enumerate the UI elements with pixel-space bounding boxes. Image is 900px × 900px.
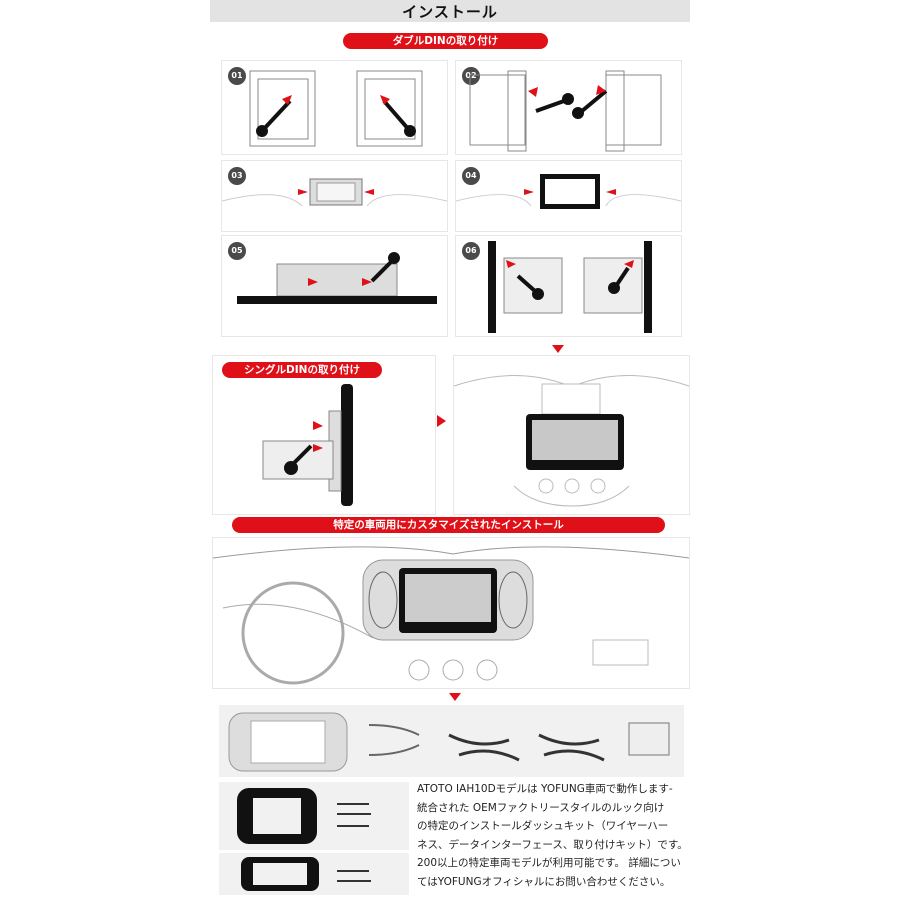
bezel-panel-1: [219, 782, 409, 850]
description-text: ATOTO IAH10Dモデルは YOFUNG車両で動作します- 統合された O…: [417, 780, 688, 892]
car-dashboard-illustration: [213, 546, 689, 685]
single-din-panel: [212, 355, 436, 515]
description-line: 200以上の特定車両モデルが利用可能です。 詳細につい: [417, 857, 681, 870]
arrow-down-icon: [552, 345, 564, 353]
step-number: 06: [462, 242, 480, 260]
step-number: 04: [462, 167, 480, 185]
arrow-down-icon: [449, 693, 461, 701]
single-din-label: シングルDINの取り付け: [222, 362, 382, 378]
bracket-screw-illustration: [249, 70, 423, 147]
description-line: の特定のインストールダッシュキット（ワイヤーハー: [417, 820, 669, 833]
dash-bezel-illustration: [237, 788, 371, 844]
kit-parts-illustration: [228, 712, 670, 772]
single-din-illustration: [262, 384, 353, 506]
step-number: 05: [228, 242, 246, 260]
side-bracket-illustration: [488, 241, 652, 333]
screw-fix-illustration: [237, 252, 437, 304]
step-number: 01: [228, 67, 246, 85]
custom-install-label: 特定の車両用にカスタマイズされたインストール: [232, 517, 665, 533]
step-number: 03: [228, 167, 246, 185]
bezel-panel-2: [219, 853, 409, 895]
arrow-right-icon: [437, 415, 446, 427]
description-line: ATOTO IAH10Dモデルは YOFUNG車両で動作します-: [417, 783, 673, 795]
double-din-label: ダブルDINの取り付け: [343, 33, 548, 49]
dash-opening-illustration: [222, 178, 447, 207]
kit-components-panel: [219, 705, 684, 777]
dash-bezel-illustration: [241, 857, 371, 891]
step-panel-04: 04: [455, 160, 682, 232]
car-dashboard-panel: [212, 537, 690, 689]
description-line: 統合された OEMファクトリースタイルのルック向け: [417, 801, 665, 814]
description-line: ネス、データインターフェース、取り付けキット）です。: [417, 838, 688, 851]
bracket-screw-illustration: [469, 70, 662, 152]
section-header: インストール: [210, 0, 690, 22]
step-panel-06: 06: [455, 235, 682, 337]
dash-install-panel: [453, 355, 690, 515]
description-line: てはYOFUNGオフィシャルにお問い合わせください。: [417, 875, 671, 888]
unit-insert-illustration: [456, 174, 681, 209]
step-panel-02: 02: [455, 60, 682, 155]
section-title: インストール: [402, 3, 498, 21]
step-panel-01: 01: [221, 60, 448, 155]
step-panel-03: 03: [221, 160, 448, 232]
dashboard-unit-illustration: [454, 374, 689, 507]
step-panel-05: 05: [221, 235, 448, 337]
